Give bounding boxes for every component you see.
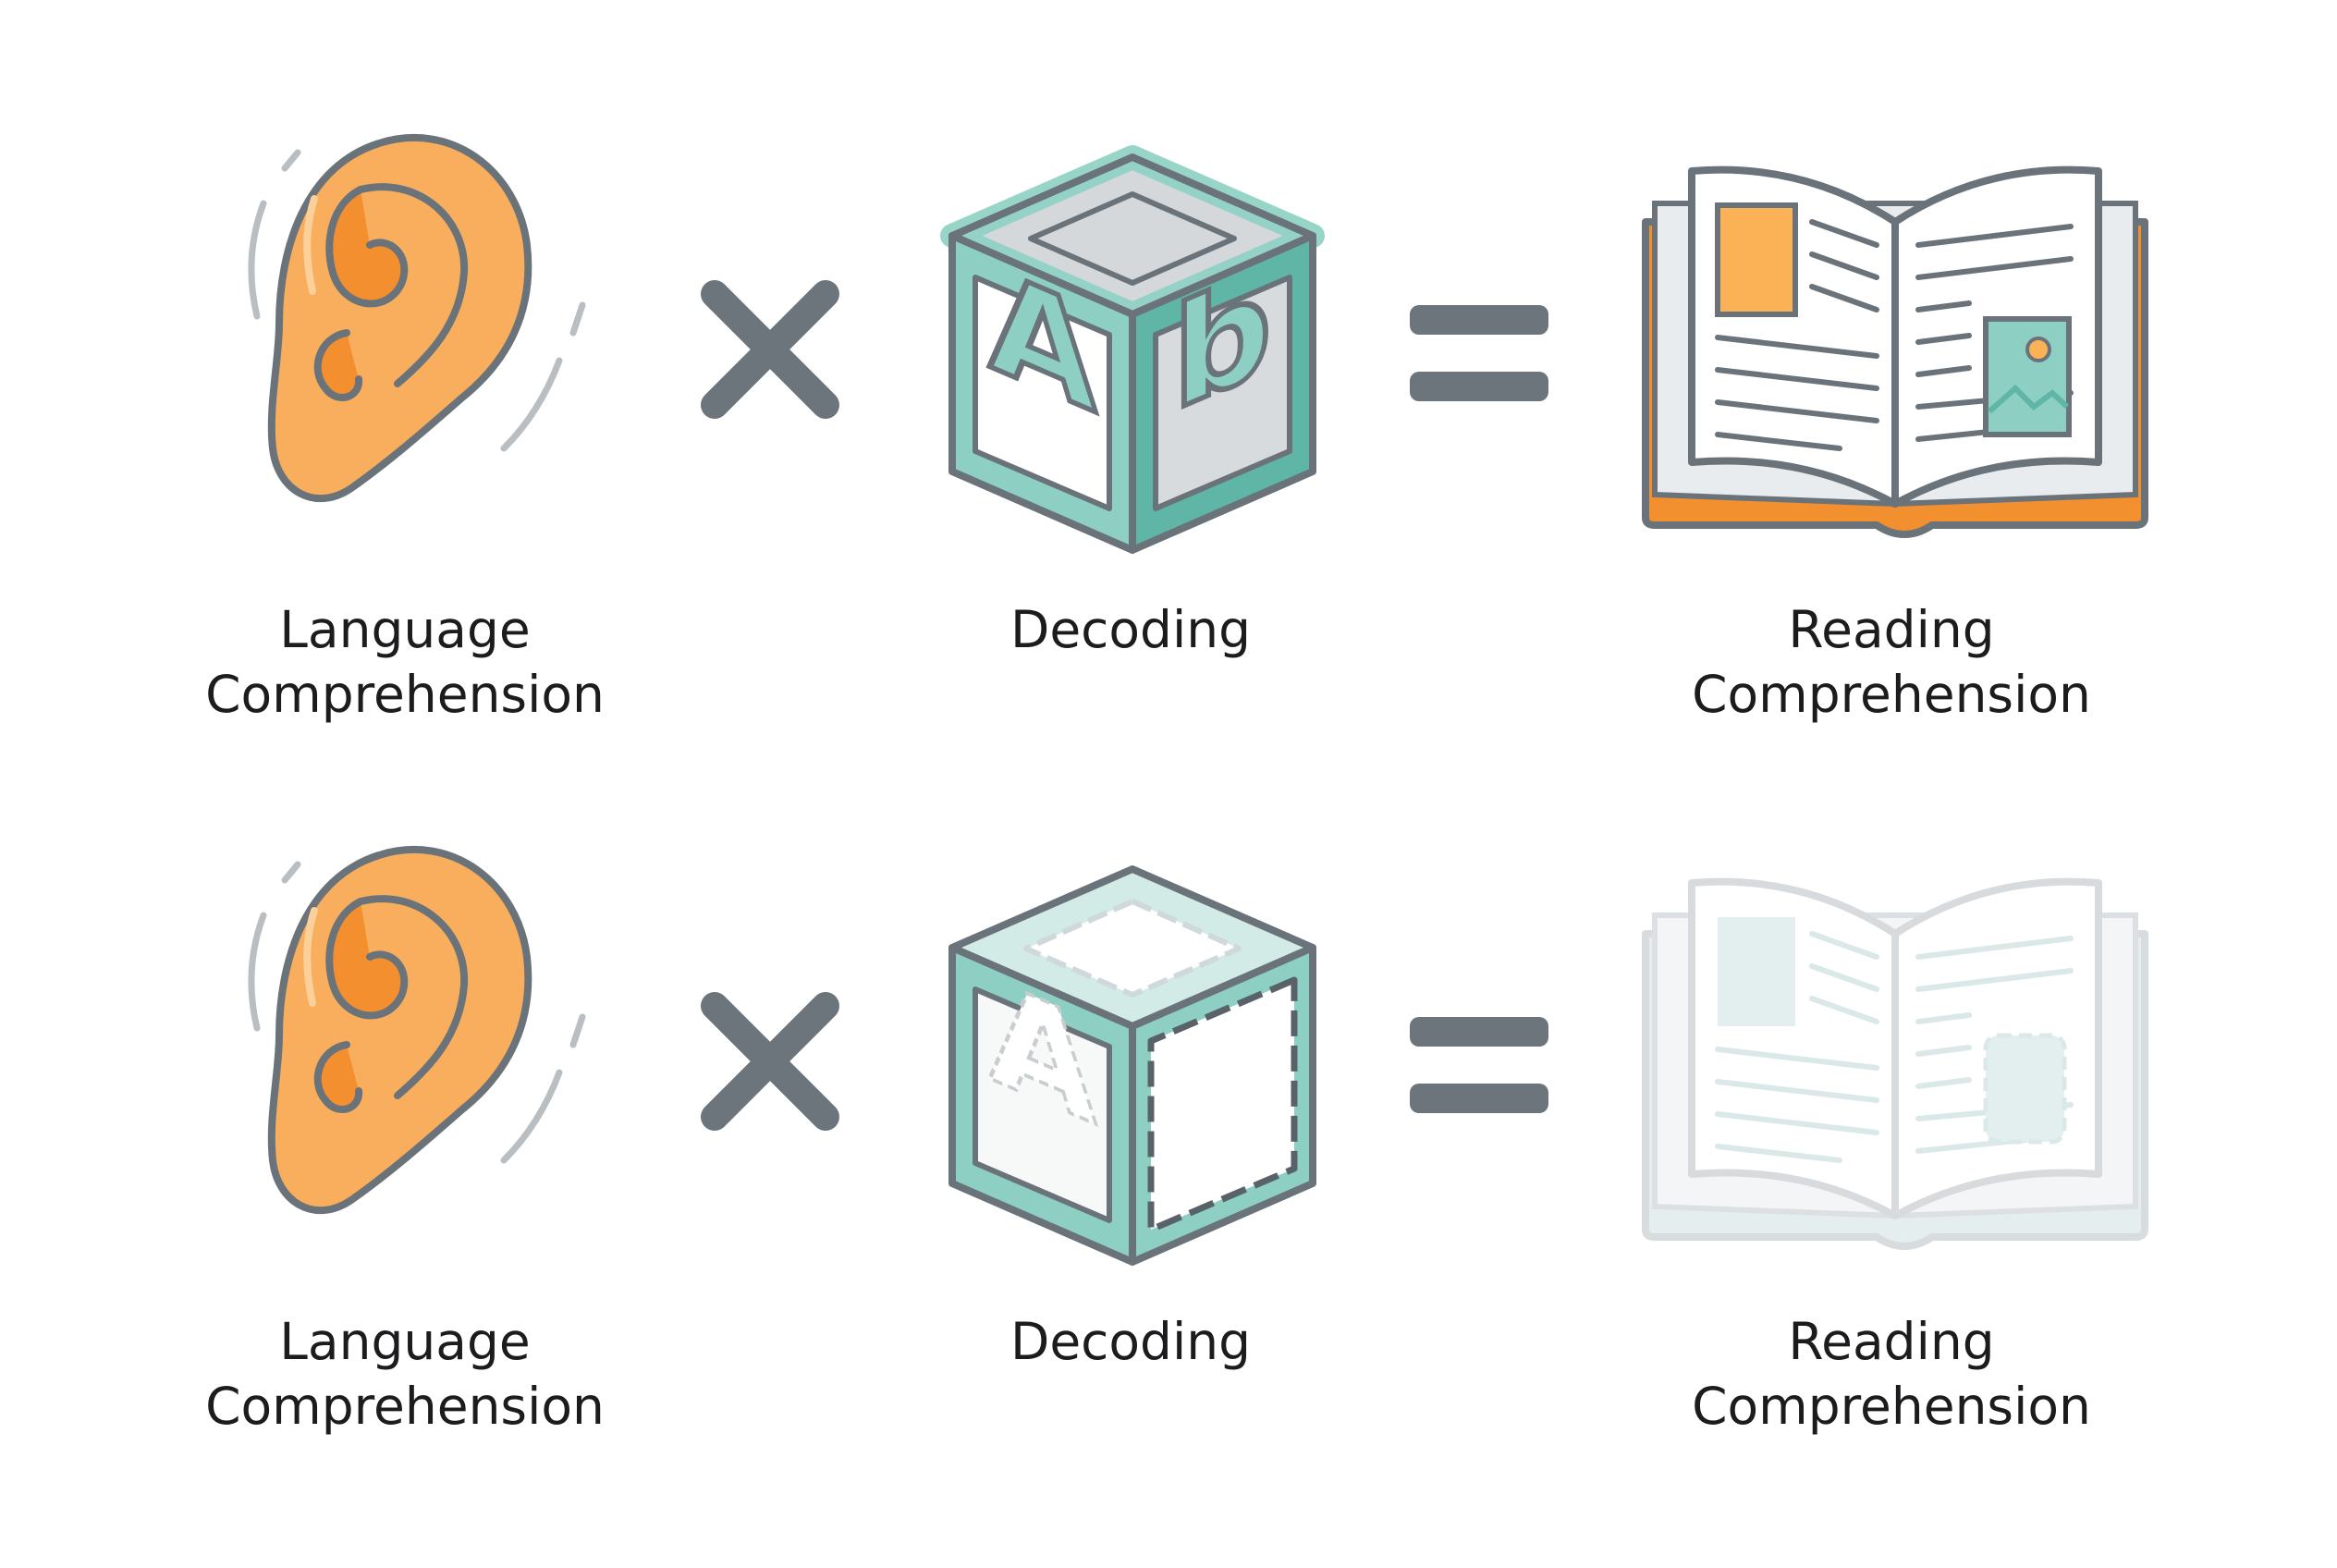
label-line-1: Language bbox=[279, 1312, 531, 1371]
label-reading-comprehension: Reading Comprehension bbox=[1605, 597, 2178, 727]
multiply-icon bbox=[715, 1006, 826, 1117]
label-line-1: Reading bbox=[1788, 1312, 1995, 1371]
equals-icon bbox=[1410, 305, 1548, 401]
letter-block-icon: A b bbox=[940, 145, 1325, 554]
label-line-1: Decoding bbox=[1009, 600, 1252, 659]
ear-icon bbox=[251, 138, 582, 498]
label-language-comprehension: Language Comprehension bbox=[118, 597, 691, 727]
label-line-1: Decoding bbox=[1009, 1312, 1252, 1371]
row-1: A b bbox=[251, 138, 2145, 554]
faded-open-book-icon bbox=[1646, 882, 2145, 1246]
label-line-2: Comprehension bbox=[1692, 665, 2091, 724]
multiply-icon bbox=[715, 294, 826, 405]
label-line-1: Language bbox=[279, 600, 531, 659]
open-book-icon bbox=[1646, 170, 2145, 534]
faded-letter-block-icon: A bbox=[948, 865, 1316, 1266]
label-decoding: Decoding bbox=[844, 1309, 1417, 1374]
label-language-comprehension: Language Comprehension bbox=[118, 1309, 691, 1439]
label-line-2: Comprehension bbox=[1692, 1377, 2091, 1436]
label-decoding: Decoding bbox=[844, 597, 1417, 662]
label-line-2: Comprehension bbox=[205, 665, 605, 724]
label-line-1: Reading bbox=[1788, 600, 1995, 659]
equals-icon bbox=[1410, 1017, 1548, 1113]
row-2: A bbox=[251, 850, 2145, 1266]
label-reading-comprehension: Reading Comprehension bbox=[1605, 1309, 2178, 1439]
label-line-2: Comprehension bbox=[205, 1377, 605, 1436]
ear-icon bbox=[251, 850, 582, 1210]
